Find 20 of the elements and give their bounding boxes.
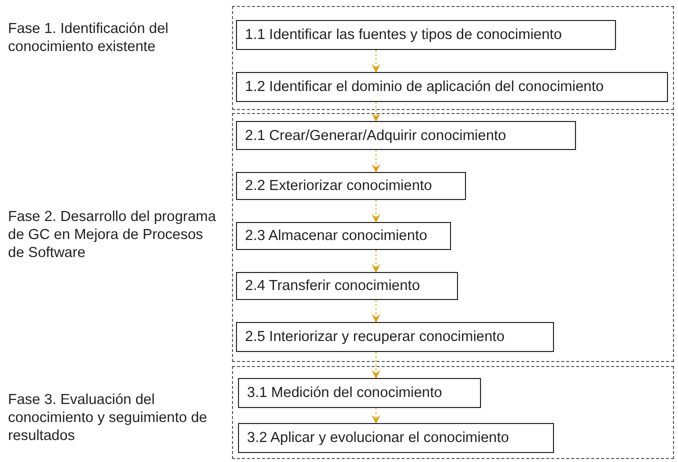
step-box: 2.2 Exteriorizar conocimiento (236, 172, 466, 200)
step-box: 1.1 Identificar las fuentes y tipos de conocimiento (236, 20, 616, 50)
arrow (372, 200, 380, 223)
arrow (372, 300, 380, 323)
step-box: 1.2 Identificar el dominio de aplicación del conocimiento (236, 72, 668, 102)
arrow (372, 352, 380, 379)
step-box: 2.5 Interiorizar y recuperar conocimiento (236, 322, 554, 352)
phase-heading: Fase 3. Evaluación del conocimiento y seguimiento de resultados (8, 391, 208, 445)
arrow (372, 150, 380, 173)
arrow (372, 408, 380, 424)
arrow (372, 102, 380, 122)
arrow (372, 50, 380, 73)
phase-heading: Fase 1. Identificación del conocimiento existente (8, 20, 170, 56)
arrow (372, 250, 380, 273)
step-box: 2.3 Almacenar conocimiento (236, 222, 451, 250)
step-box: 3.2 Aplicar y evolucionar el conocimiento (238, 423, 554, 453)
phase-heading: Fase 2. Desarrollo del programa de GC en Mejora de Procesos de Software (8, 208, 217, 262)
step-box: 2.4 Transferir conocimiento (236, 272, 458, 300)
step-box: 3.1 Medición del conocimiento (238, 378, 481, 408)
step-box: 2.1 Crear/Generar/Adquirir conocimiento (236, 121, 576, 150)
